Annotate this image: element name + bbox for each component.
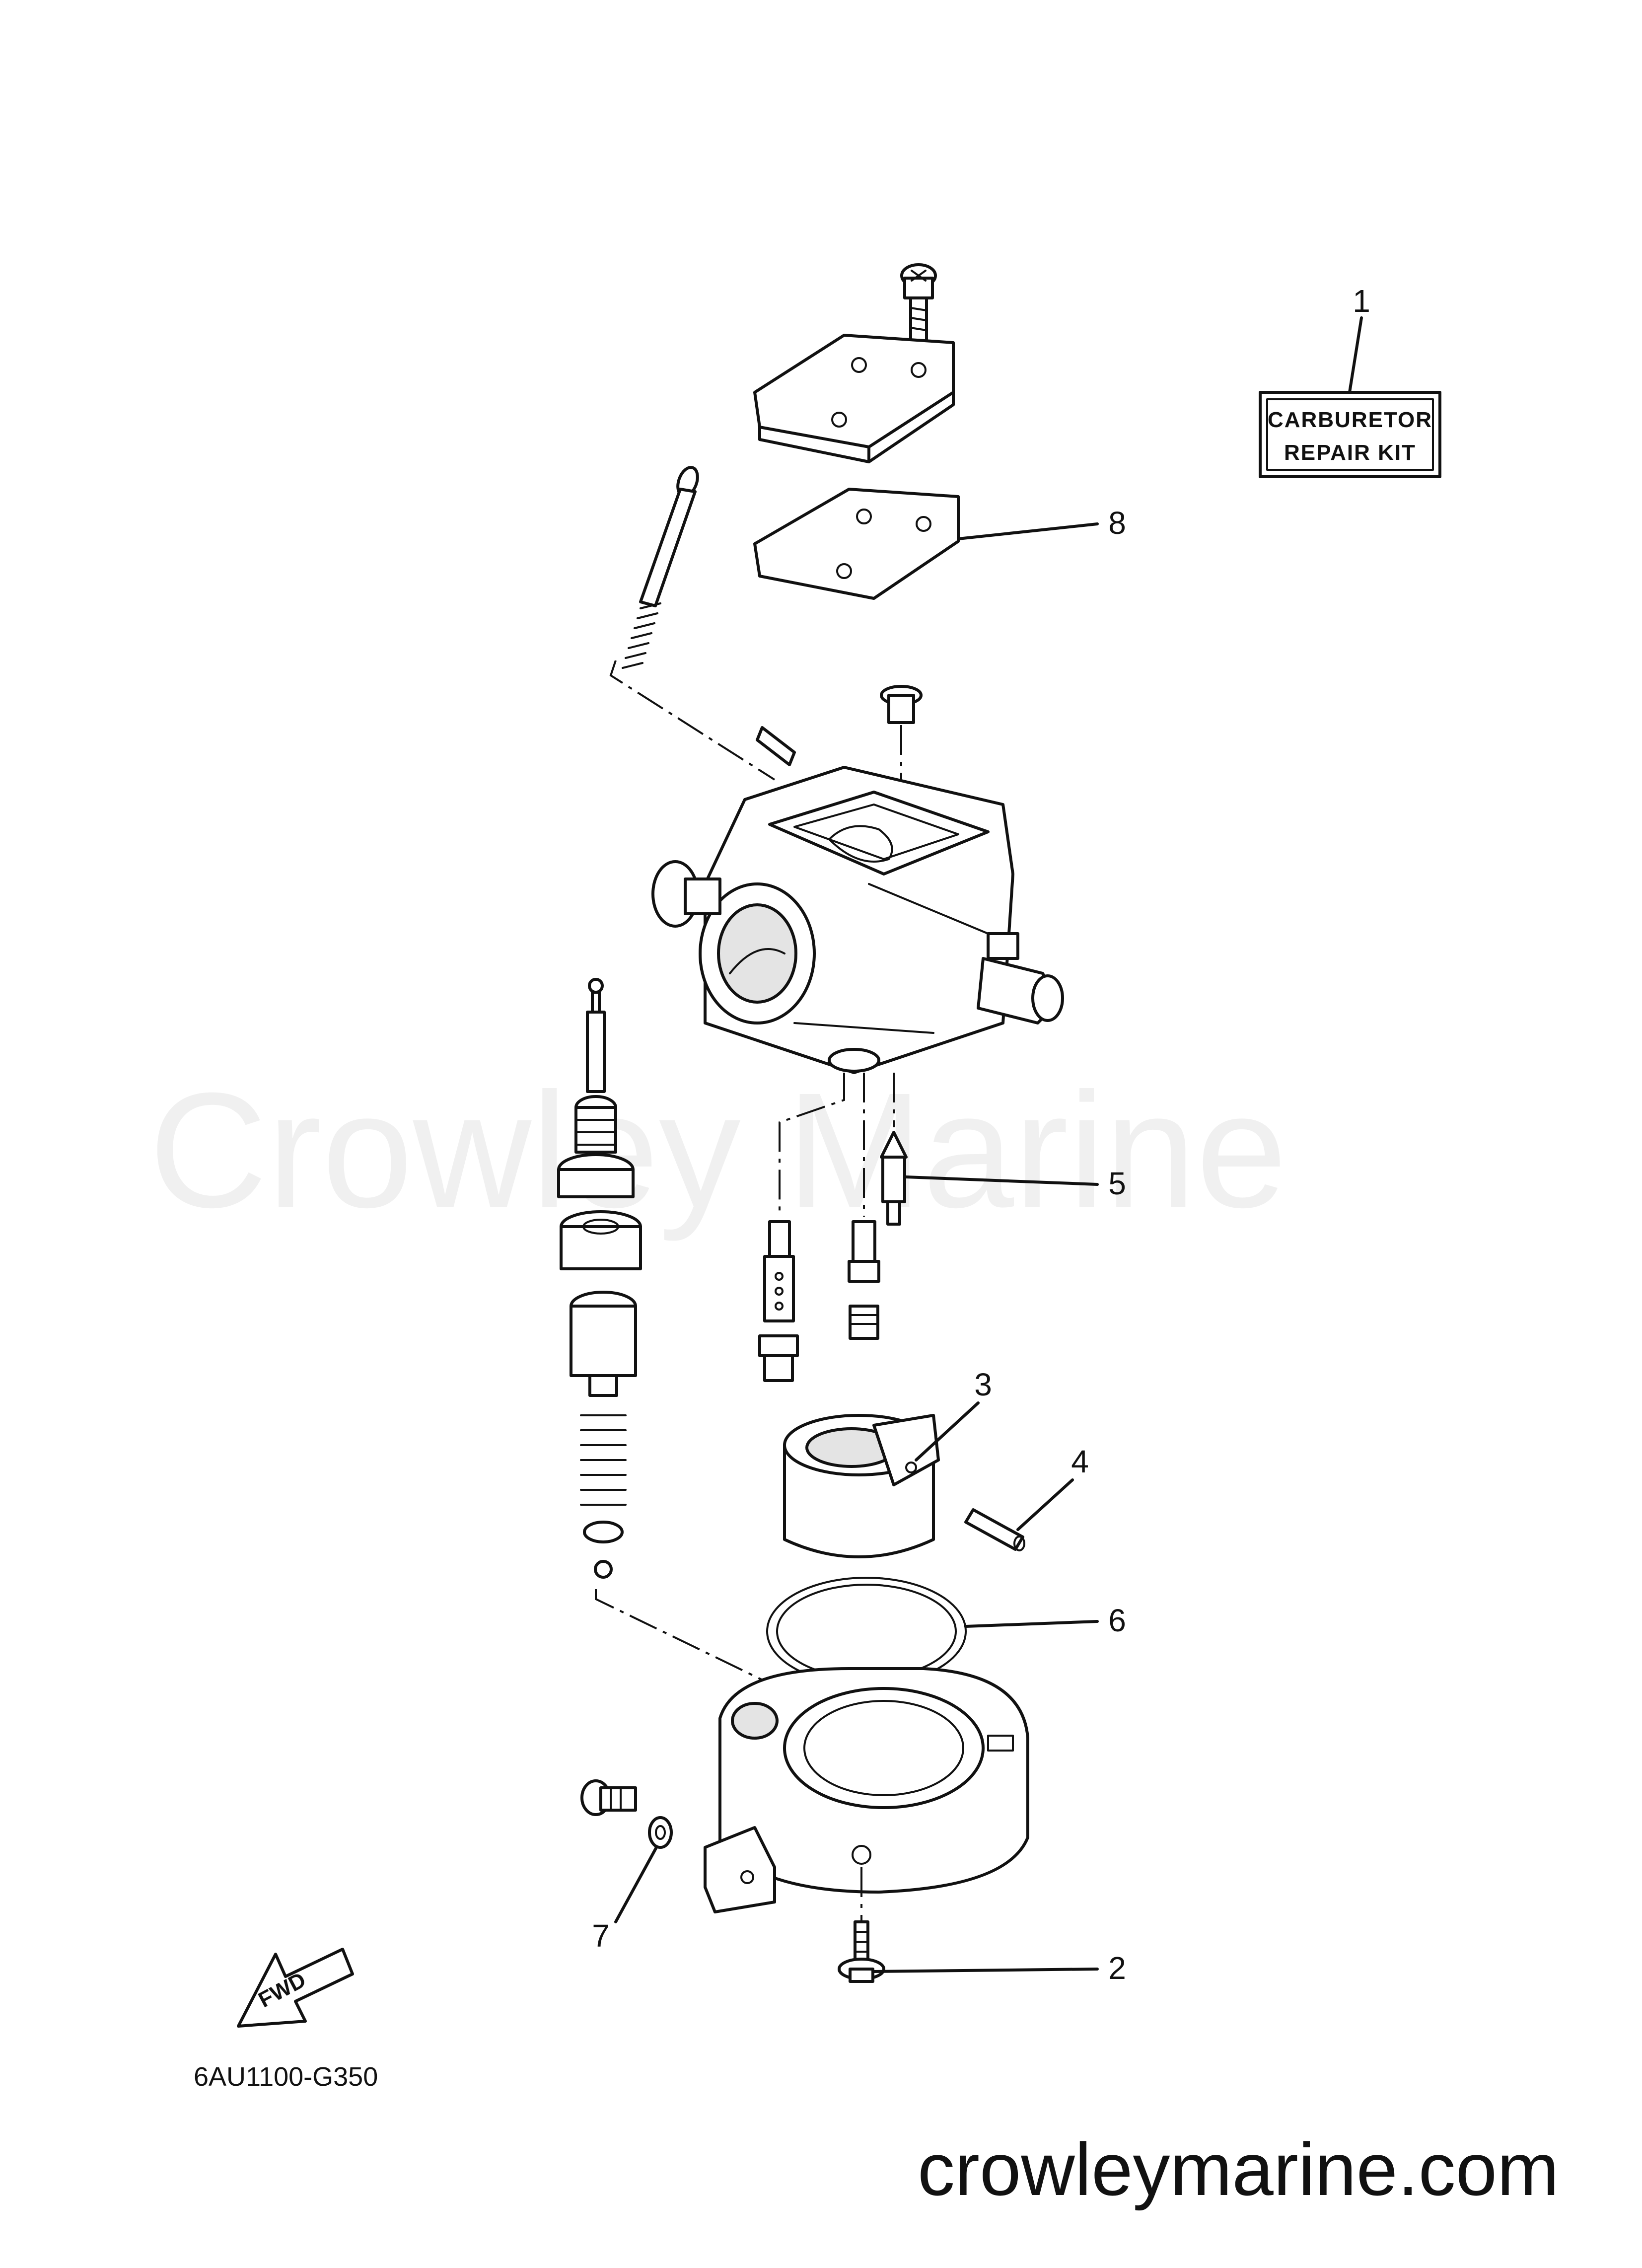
leader-line-4 xyxy=(1016,1478,1074,1531)
leader-line-1 xyxy=(1348,316,1363,394)
plug xyxy=(880,685,923,724)
kit-label-line2: REPAIR KIT xyxy=(1284,440,1416,465)
callout-4: 4 xyxy=(1071,1444,1089,1479)
callout-3: 3 xyxy=(974,1367,992,1402)
bowl-screw xyxy=(838,1920,885,1983)
starter-plunger-assembly xyxy=(557,978,642,1579)
callout-7: 7 xyxy=(592,1918,610,1954)
needle-valve xyxy=(880,1131,908,1226)
float xyxy=(783,1414,940,1558)
float-pin xyxy=(964,1508,1025,1551)
carburetor-repair-kit-label: CARBURETOR REPAIR KIT xyxy=(1259,391,1441,478)
kit-label-line1: CARBURETOR xyxy=(1268,408,1432,432)
leader-line-8 xyxy=(957,522,1099,540)
callout-2: 2 xyxy=(1108,1950,1126,1986)
leader-line-5 xyxy=(905,1175,1099,1186)
leader-line-7 xyxy=(614,1846,658,1923)
pilot-screw-spring xyxy=(622,466,699,669)
float-bowl xyxy=(704,1667,1029,1913)
site-url: crowleymarine.com xyxy=(918,2127,1559,2211)
pilot-jet xyxy=(848,1220,880,1340)
leader-line-6 xyxy=(964,1620,1099,1628)
drain-screw xyxy=(580,1779,637,1816)
leader-line-3 xyxy=(915,1401,980,1462)
cover-gasket xyxy=(753,488,960,600)
callout-8: 8 xyxy=(1108,505,1126,541)
main-jet xyxy=(758,1334,799,1382)
carburetor-body xyxy=(651,726,1064,1074)
callout-1: 1 xyxy=(1353,283,1370,319)
float-chamber-cover xyxy=(753,334,955,463)
drain-washer xyxy=(648,1816,673,1849)
callout-5: 5 xyxy=(1108,1166,1126,1201)
leader-line-2 xyxy=(872,1968,1099,1973)
callout-6: 6 xyxy=(1108,1603,1126,1638)
fwd-arrow-icon: FWD xyxy=(237,1948,354,2028)
drawing-code: 6AU1100-G350 xyxy=(194,2062,378,2092)
watermark-text: Crowley Marine xyxy=(149,1058,1287,1243)
main-nozzle xyxy=(763,1220,795,1322)
cover-screw xyxy=(900,263,937,344)
